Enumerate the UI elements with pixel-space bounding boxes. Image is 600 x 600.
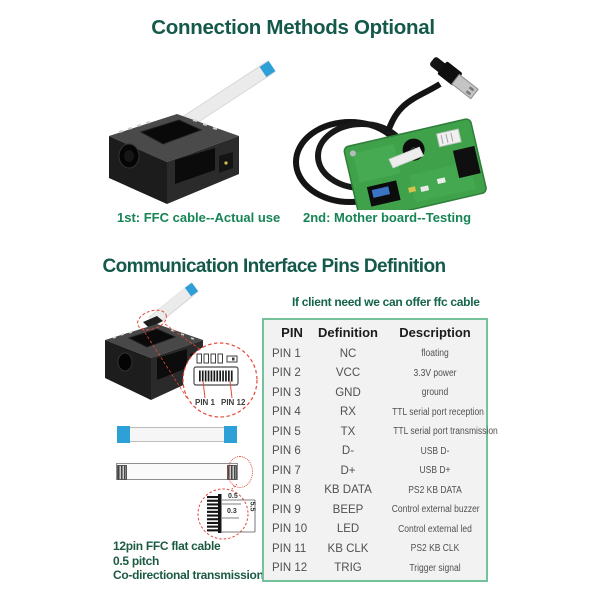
cable-blue-end [224,426,237,443]
scanner-module-body-graphic [109,114,239,204]
module-connector-diagram [105,282,258,418]
callout-leader-line [141,327,188,399]
zoom-ring-annotation [227,456,253,488]
pitch-detail-drawing [197,484,256,540]
header-description: Description [399,324,471,340]
callout-leader-line [230,484,238,491]
header-pin: PIN [281,324,303,340]
connector-pinout-graphic [193,353,239,399]
pin12-label: PIN 12 [221,398,246,407]
header-definition: Definition [318,324,378,340]
spec-line: 12pin FFC flat cable [113,539,221,553]
spec-line: Co-directional transmission [113,568,264,582]
cable-blue-end [117,426,130,443]
cable-contact-end [117,465,127,480]
pin1-label: PIN 1 [195,398,216,407]
motherboard-photo [293,57,487,210]
callout-leader-line [164,323,202,351]
ffc-cable-drawing-contact-ends [116,463,238,480]
ffc-cable-drawing-blue-ends [117,426,237,443]
caption-ffc-cable: 1st: FFC cable--Actual use [117,210,281,225]
scanner-module-photo [109,60,276,204]
detail-circle [197,488,249,540]
table-header-row: PIN Definition Description [264,320,486,344]
section2-title: Communication Interface Pins Definition [102,256,447,277]
pitch-dimension-label: 0.5 [228,493,238,500]
cable-specs: 12pin FFC flat cable 0.5 pitch Co-direct… [113,539,264,583]
spec-line: 0.5 pitch [113,553,159,568]
caption-mother-board: 2nd: Mother board--Testing [303,210,472,225]
width-dimension-label: 5.5 [248,501,256,512]
contact-comb-graphic [207,494,222,533]
section1-title: Connection Methods Optional [151,16,435,39]
ffc-ribbon-graphic [148,282,199,327]
usb-plug-graphic [430,57,479,100]
connector-highlight-ellipse [137,309,167,331]
contact-dimension-label: 0.3 [227,508,237,515]
ffc-offer-note: If client need we can offer ffc cable [292,295,480,309]
pcb-graphic [343,118,487,210]
dimension-lines [222,499,256,533]
